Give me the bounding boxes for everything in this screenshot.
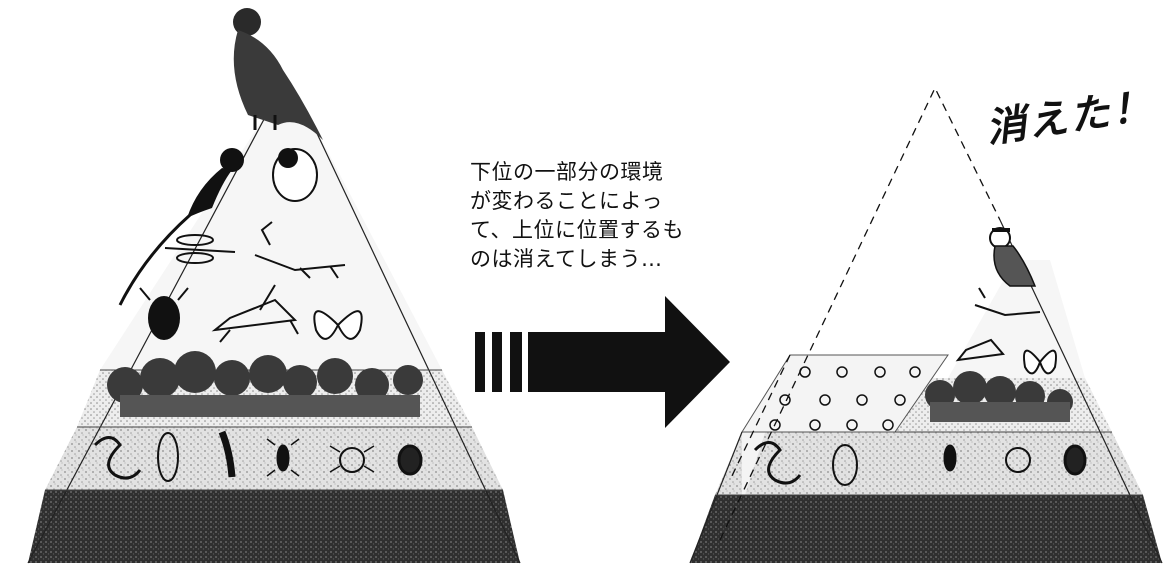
mantis-icon — [254, 221, 346, 279]
caption-line: が変わることによっ — [470, 189, 663, 213]
dragonfly-icon — [164, 234, 236, 264]
explanation-caption: 下位の一部分の環境 が変わることによっ て、上位に位置するも のは消えてしまう… — [470, 158, 720, 274]
left-soil-layer — [28, 490, 520, 563]
left-soil-creatures — [93, 430, 423, 482]
larva-icon — [832, 444, 858, 486]
butterfly-icon — [1023, 349, 1057, 375]
left-trees — [107, 351, 423, 417]
shrike-icon — [989, 227, 1037, 287]
right-soil-creatures — [753, 441, 1087, 486]
right-dashed-outline — [719, 86, 1001, 541]
left-predator-insects — [164, 221, 346, 279]
grasshopper-icon — [955, 338, 1005, 362]
hawk-icon — [233, 8, 323, 140]
caption-line: 下位の一部分の環境 — [470, 160, 664, 184]
right-insects — [955, 287, 1057, 375]
right-pyramid — [689, 86, 1163, 564]
left-upper-layer — [100, 108, 442, 370]
right-upper-layer — [948, 260, 1085, 378]
beetle-icon — [148, 296, 180, 340]
pillbug-icon — [1063, 444, 1087, 476]
grasshopper-icon — [211, 284, 299, 343]
caption-line: て、上位に位置するも — [470, 218, 684, 242]
tit-icon — [272, 148, 318, 202]
pillbug-icon — [397, 444, 423, 476]
sparse-plants — [769, 366, 921, 431]
caption-line: のは消えてしまう… — [470, 247, 663, 271]
left-birds — [118, 148, 318, 306]
left-outline — [27, 107, 271, 564]
right-soil-layer — [690, 495, 1162, 563]
right-trees — [925, 371, 1073, 422]
left-litter-layer — [45, 427, 503, 490]
mantis-icon — [974, 287, 1041, 317]
millipede-icon — [218, 430, 236, 478]
mite-icon — [329, 445, 375, 473]
left-insects — [139, 284, 363, 343]
butterfly-icon — [313, 310, 363, 340]
right-litter-layer — [715, 432, 1143, 495]
springtail-icon — [266, 438, 300, 477]
larva-icon — [157, 432, 179, 482]
earthworm-icon — [93, 436, 142, 480]
paradise-flycatcher-icon — [118, 148, 244, 306]
earthworm-icon — [753, 441, 802, 485]
left-pyramid — [27, 8, 521, 564]
transition-arrow — [475, 296, 730, 428]
springtail-icon — [943, 444, 957, 472]
mite-icon — [1005, 447, 1031, 473]
